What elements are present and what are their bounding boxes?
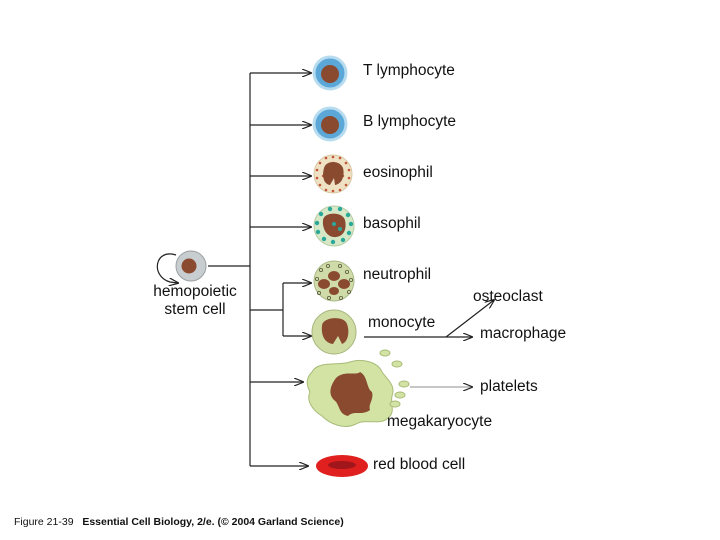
label-megakaryocyte: megakaryocyte [387, 413, 493, 430]
label-stem-line1: hemopoietic [153, 283, 237, 300]
caption-text: Essential Cell Biology, 2/e. (© 2004 Gar… [82, 516, 344, 528]
label-eosinophil: eosinophil [363, 164, 433, 181]
b-lymphocyte-cell [312, 106, 348, 142]
label-osteoclast: osteoclast [473, 288, 543, 305]
connector-lines [208, 73, 494, 466]
basophil-cell [313, 205, 355, 247]
neutrophil-cell [313, 260, 355, 302]
platelet [398, 380, 410, 388]
arrow-to-osteoclast [445, 300, 494, 338]
self-renewal-arrow [156, 253, 178, 283]
eosinophil-cell [313, 154, 353, 194]
label-b-lymphocyte: B lymphocyte [363, 113, 457, 130]
label-stem-line2: stem cell [164, 301, 226, 318]
label-neutrophil: neutrophil [363, 266, 432, 283]
label-basophil: basophil [363, 215, 421, 232]
label-stem-cell: hemopoietic stem cell [140, 283, 250, 319]
label-platelets: platelets [480, 378, 538, 395]
label-macrophage: macrophage [480, 325, 567, 342]
figure-caption: Figure 21-39 Essential Cell Biology, 2/e… [14, 516, 344, 528]
platelet [379, 349, 391, 357]
label-t-lymphocyte: T lymphocyte [363, 62, 455, 79]
megakaryocyte-cell [306, 349, 410, 427]
platelet [389, 400, 401, 408]
monocyte-cell [311, 309, 357, 355]
platelet [391, 360, 403, 368]
label-monocyte: monocyte [368, 314, 436, 331]
red-blood-cell-shape [316, 455, 368, 477]
label-red-blood-cell: red blood cell [373, 456, 466, 473]
t-lymphocyte-cell [312, 55, 348, 91]
platelet [394, 391, 406, 399]
caption-figure-number: Figure 21-39 [14, 516, 74, 528]
stem-cell [175, 250, 207, 282]
